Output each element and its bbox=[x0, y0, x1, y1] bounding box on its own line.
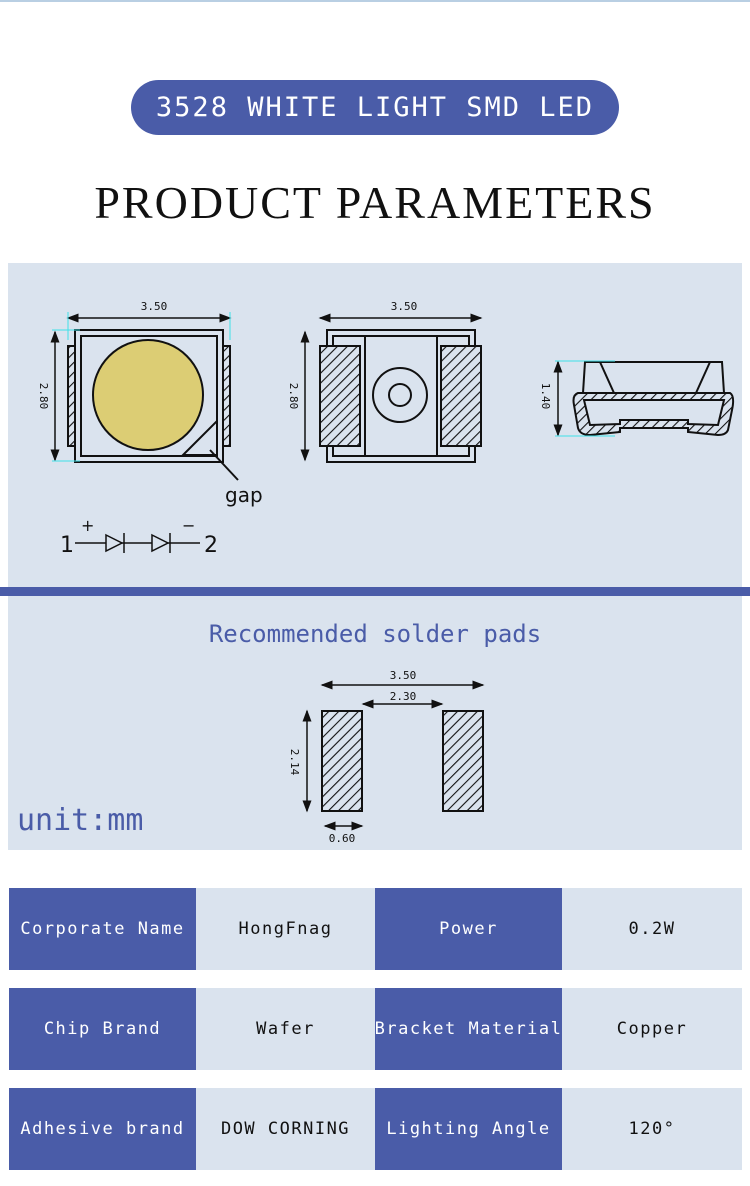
page-title: PRODUCT PARAMETERS bbox=[94, 177, 656, 228]
bottom-view bbox=[300, 313, 483, 463]
spec-key: Corporate Name bbox=[9, 888, 196, 970]
spec-key: Lighting Angle bbox=[375, 1088, 562, 1170]
pads-height-label: 2.14 bbox=[288, 749, 301, 776]
spec-value: DOW CORNING bbox=[196, 1088, 375, 1170]
side-view bbox=[553, 360, 735, 437]
gap-label: gap bbox=[225, 483, 263, 507]
led-drawings: 3.50 3.50 2.80 2.80 1.40 3.50 2.30 2.14 … bbox=[37, 300, 735, 845]
pad-width-label: 0.60 bbox=[329, 832, 356, 845]
spec-key: Chip Brand bbox=[9, 988, 196, 1070]
top-width-label: 3.50 bbox=[141, 300, 168, 313]
spec-value: Wafer bbox=[196, 988, 375, 1070]
pads-spacing-label: 2.30 bbox=[390, 690, 417, 703]
bottom-height-label: 2.80 bbox=[287, 383, 300, 410]
spec-key: Bracket Material bbox=[375, 988, 562, 1070]
bottom-width-label: 3.50 bbox=[391, 300, 418, 313]
side-height-label: 1.40 bbox=[539, 383, 552, 410]
spec-key: Power bbox=[375, 888, 562, 970]
top-height-label: 2.80 bbox=[37, 383, 50, 410]
pin1-label: 1 bbox=[60, 533, 74, 558]
plus-label: + bbox=[81, 516, 94, 535]
minus-label: − bbox=[182, 516, 195, 535]
pads-overall-label: 3.50 bbox=[390, 669, 417, 682]
spec-key: Adhesive brand bbox=[9, 1088, 196, 1170]
spec-value: Copper bbox=[562, 988, 742, 1070]
solder-pads-panel bbox=[8, 596, 742, 850]
spec-row: Adhesive brand DOW CORNING Lighting Angl… bbox=[9, 1088, 742, 1170]
divider-bar bbox=[0, 587, 750, 596]
spec-value: 0.2W bbox=[562, 888, 742, 970]
solder-pads bbox=[302, 680, 485, 831]
spec-value: 120° bbox=[562, 1088, 742, 1170]
solder-pads-title: Recommended solder pads bbox=[208, 620, 542, 648]
top-border bbox=[0, 0, 750, 2]
pin2-label: 2 bbox=[204, 533, 218, 558]
unit-label: unit:mm bbox=[17, 803, 144, 838]
circuit-symbol bbox=[75, 533, 200, 553]
spec-row: Chip Brand Wafer Bracket Material Copper bbox=[9, 988, 742, 1070]
spec-value: HongFnag bbox=[196, 888, 375, 970]
top-view bbox=[50, 312, 239, 481]
product-badge: 3528 WHITE LIGHT SMD LED bbox=[131, 80, 619, 135]
spec-row: Corporate Name HongFnag Power 0.2W bbox=[9, 888, 742, 970]
